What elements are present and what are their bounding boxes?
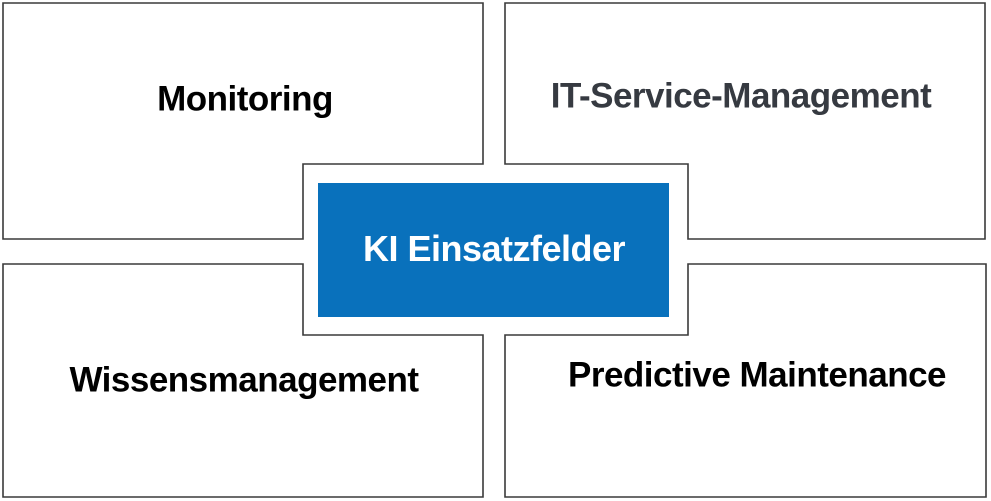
quadrant-monitoring-box	[2, 2, 484, 240]
quadrant-it-service-management-label: IT-Service-Management	[550, 76, 932, 116]
quadrant-it-service-management-box	[504, 2, 986, 240]
quadrant-monitoring-label: Monitoring	[157, 79, 333, 119]
quadrant-wissensmanagement-label: Wissensmanagement	[69, 360, 419, 400]
center-box	[318, 183, 669, 317]
quadrant-predictive-maintenance-label: Predictive Maintenance	[567, 355, 947, 395]
center-box-label: KI Einsatzfelder	[362, 228, 626, 269]
quadrant-wissensmanagement-box	[2, 263, 484, 498]
quadrant-predictive-maintenance-box	[504, 263, 987, 498]
